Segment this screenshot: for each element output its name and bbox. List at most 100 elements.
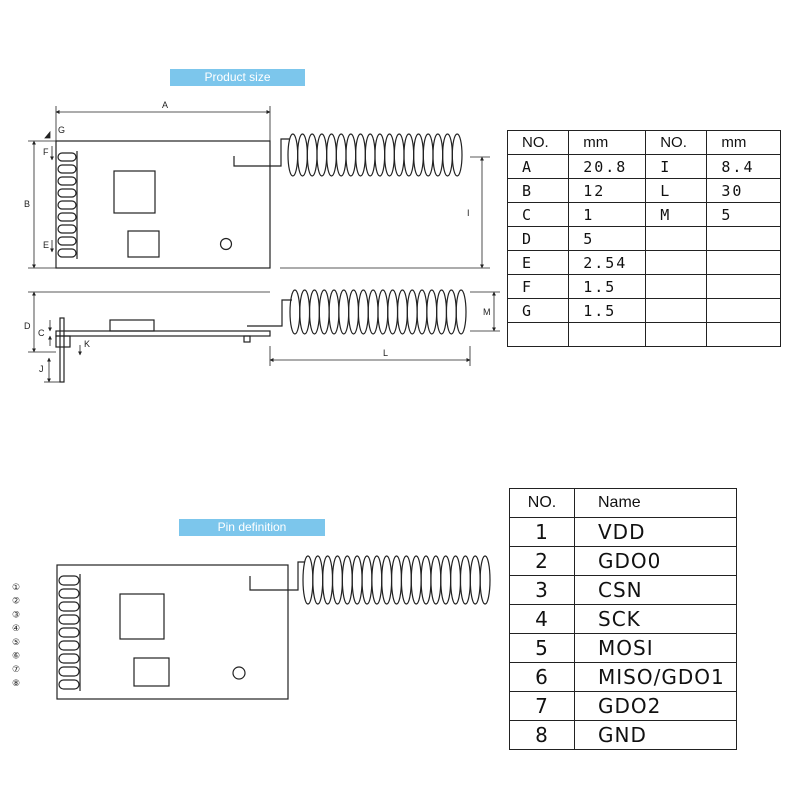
table-cell: A bbox=[506, 154, 570, 179]
table-cell bbox=[706, 226, 781, 251]
table-cell: 1.5 bbox=[568, 298, 647, 323]
table-cell: 8.4 bbox=[706, 154, 781, 179]
header-pin bbox=[58, 614, 80, 625]
table-row bbox=[506, 322, 781, 347]
spring-coil bbox=[348, 289, 360, 335]
pin-number: 5 bbox=[509, 633, 575, 663]
table-cell bbox=[706, 250, 781, 275]
table-cell bbox=[645, 274, 708, 299]
pin-marker: ④ bbox=[12, 624, 20, 634]
side-header-block bbox=[55, 335, 71, 348]
spring-coil bbox=[416, 289, 428, 335]
spring-coil bbox=[450, 555, 462, 605]
pin-number: 2 bbox=[509, 546, 575, 576]
header-no: NO. bbox=[509, 488, 575, 518]
dim-label-D: D bbox=[24, 321, 31, 331]
spring-coil bbox=[384, 133, 395, 177]
spring-coil bbox=[371, 555, 383, 605]
table-cell: F bbox=[506, 274, 570, 299]
spring-coil bbox=[299, 289, 311, 335]
table-cell: 2.54 bbox=[568, 250, 647, 275]
spring-coil bbox=[440, 555, 452, 605]
header-pin bbox=[57, 152, 77, 162]
pin-name: VDD bbox=[574, 517, 737, 547]
side-chip bbox=[109, 319, 155, 332]
table-cell: 5 bbox=[706, 202, 781, 227]
spring-coil bbox=[335, 133, 347, 177]
spring-coil bbox=[312, 555, 324, 605]
spring-coil bbox=[287, 133, 299, 177]
header-pin bbox=[57, 176, 77, 186]
pin-definition-banner: Pin definition bbox=[179, 519, 325, 536]
table-cell bbox=[645, 298, 708, 323]
spring-coil bbox=[396, 289, 408, 335]
header-pin bbox=[57, 188, 77, 198]
spring-coil bbox=[377, 289, 389, 335]
spring-coil bbox=[297, 133, 308, 177]
header-pin bbox=[58, 588, 80, 599]
table-cell: 30 bbox=[706, 178, 781, 203]
product-size-banner: Product size bbox=[170, 69, 305, 86]
spring-coil bbox=[422, 133, 434, 177]
table-cell: M bbox=[645, 202, 708, 227]
spring-antenna bbox=[287, 133, 463, 177]
spring-coil bbox=[469, 555, 481, 605]
spring-coil bbox=[338, 289, 350, 335]
spring-coil bbox=[351, 555, 363, 605]
dim-label-K: K bbox=[84, 339, 90, 349]
spring-coil bbox=[308, 289, 320, 335]
spring-coil bbox=[451, 133, 463, 177]
pin-name: GDO0 bbox=[574, 546, 737, 576]
dim-label-J: J bbox=[39, 364, 44, 374]
spring-coil bbox=[413, 133, 424, 177]
spring-coil bbox=[390, 555, 403, 605]
spring-coil bbox=[381, 555, 393, 605]
header-mm-2: mm bbox=[706, 130, 781, 155]
pin-spring-antenna bbox=[302, 555, 491, 605]
spring-coil bbox=[426, 289, 438, 335]
table-cell bbox=[568, 322, 647, 347]
pin-chip-square bbox=[119, 593, 165, 640]
pin-marker: ① bbox=[12, 583, 20, 593]
spring-coil bbox=[355, 133, 366, 177]
antenna-feed bbox=[233, 138, 290, 167]
spring-coil bbox=[410, 555, 422, 605]
pin-mount-hole bbox=[232, 666, 246, 680]
header-pin bbox=[57, 236, 77, 246]
pin-header bbox=[57, 151, 78, 259]
chip-square bbox=[113, 170, 156, 214]
dim-label-C: C bbox=[38, 328, 45, 338]
table-cell bbox=[706, 322, 781, 347]
side-board bbox=[55, 330, 271, 337]
spring-coil bbox=[367, 289, 379, 335]
pin-board-outline bbox=[56, 564, 289, 700]
table-cell: L bbox=[645, 178, 708, 203]
spring-coil bbox=[387, 289, 399, 335]
dim-label-I: I bbox=[467, 208, 470, 218]
spring-coil bbox=[374, 133, 386, 177]
table-cell bbox=[645, 322, 708, 347]
pin-name: GDO2 bbox=[574, 691, 737, 721]
table-cell: B bbox=[506, 178, 570, 203]
header-pin bbox=[57, 212, 77, 222]
side-antenna-feed bbox=[247, 299, 292, 327]
spring-coil bbox=[361, 555, 373, 605]
pin-number: 3 bbox=[509, 575, 575, 605]
spring-coil bbox=[459, 555, 471, 605]
pin-view-header bbox=[58, 574, 81, 691]
table-cell: 5 bbox=[568, 226, 647, 251]
spring-coil bbox=[331, 555, 343, 605]
board-outline bbox=[55, 140, 271, 269]
spring-coil bbox=[445, 289, 457, 335]
spring-coil bbox=[400, 555, 412, 605]
spring-coil bbox=[318, 289, 330, 335]
